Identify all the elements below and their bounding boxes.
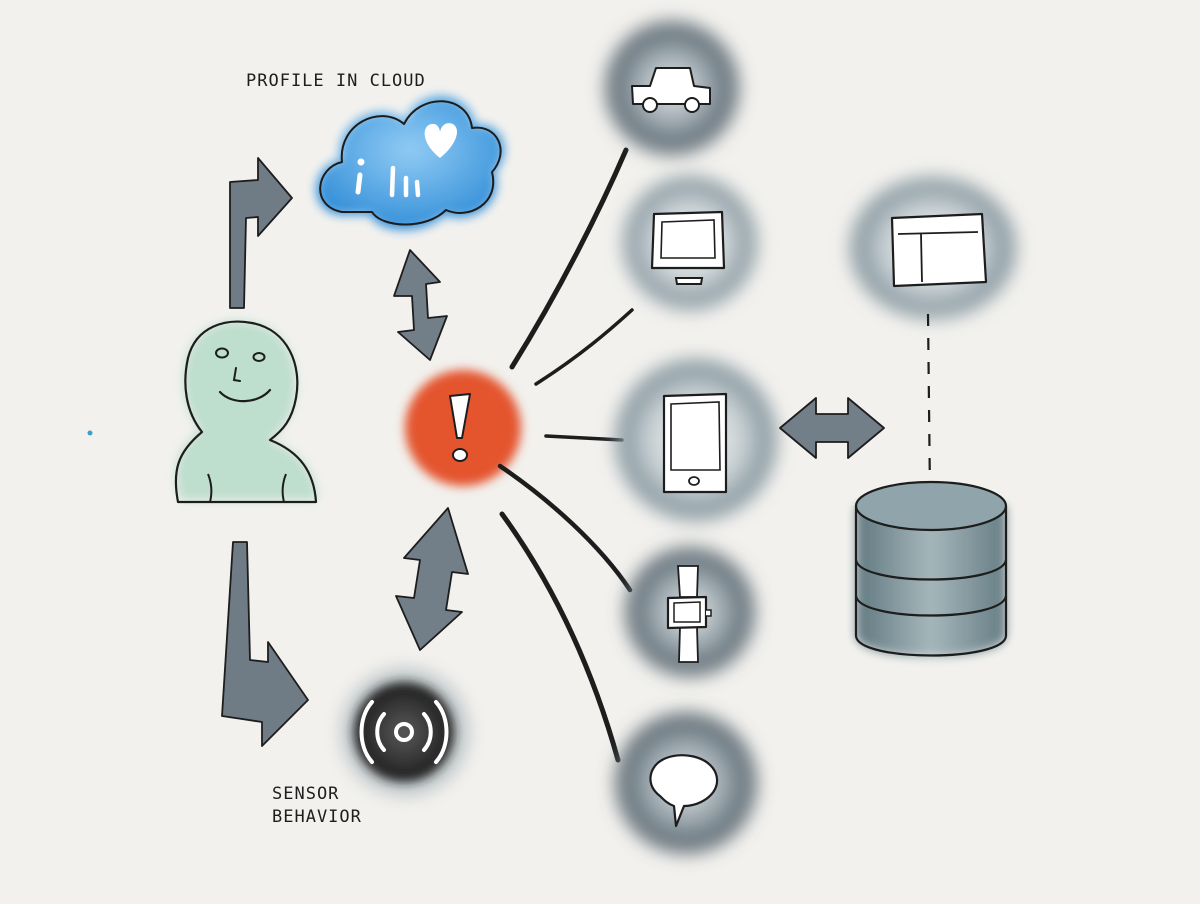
double-arrow-tablet-database [779, 397, 885, 459]
double-arrow-cloud-alert [393, 249, 448, 361]
sensor-icon [343, 670, 467, 794]
window-icon [851, 178, 1015, 318]
dashed-link [926, 313, 932, 496]
arrow-to-cloud [229, 157, 293, 309]
arrow-to-sensor [221, 541, 309, 747]
sensor-label-line1: SENSOR [272, 784, 340, 804]
bar-chart-icon [389, 165, 421, 198]
tablet-icon [616, 360, 776, 520]
watch-icon [626, 548, 754, 676]
double-arrow-alert-sensor [395, 507, 469, 651]
profile-in-cloud-label: PROFILE IN CLOUD [246, 71, 426, 91]
stray-dot [87, 430, 93, 436]
info-icon [355, 158, 365, 195]
heart-icon [424, 123, 457, 158]
alert-icon [405, 370, 521, 486]
car-icon [606, 22, 738, 154]
sensor-behavior-label: SENSOR BEHAVIOR [272, 783, 362, 829]
database-icon [854, 480, 1008, 657]
person-icon [174, 320, 318, 504]
speech-bubble-icon [616, 713, 756, 853]
monitor-icon [624, 177, 756, 309]
sensor-label-line2: BEHAVIOR [272, 806, 362, 827]
cloud-icon [316, 96, 505, 231]
alert-connectors [497, 147, 634, 763]
